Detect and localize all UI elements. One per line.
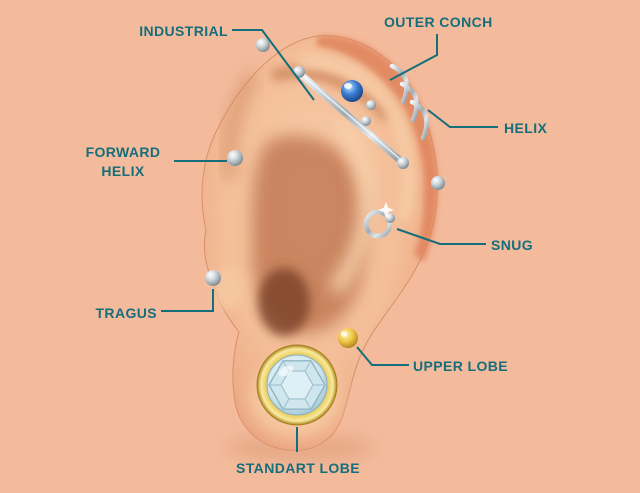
upper-lobe-pointer-line bbox=[356, 346, 409, 366]
label-forward-helix: FORWARD HELIX bbox=[85, 144, 161, 179]
helix-pointer-line bbox=[427, 109, 498, 128]
label-industrial: INDUSTRIAL bbox=[139, 23, 228, 39]
industrial-pointer-line bbox=[232, 29, 315, 101]
snug-ring-icon bbox=[363, 202, 395, 239]
outer-conch-pointer-line bbox=[389, 34, 438, 81]
blue-gem-stud-icon bbox=[341, 80, 376, 126]
label-helix: HELIX bbox=[504, 120, 548, 136]
pointer-lines bbox=[161, 29, 498, 452]
helix-rings-icon bbox=[389, 63, 445, 190]
industrial-barbell-icon bbox=[256, 38, 409, 169]
label-standart-lobe: STANDART LOBE bbox=[236, 460, 360, 476]
label-upper-lobe: UPPER LOBE bbox=[413, 358, 509, 374]
snug-pointer-line bbox=[396, 228, 486, 245]
tragus-pointer-line bbox=[161, 289, 214, 312]
label-snug: SNUG bbox=[491, 237, 534, 253]
standart-lobe-gem-icon bbox=[256, 344, 338, 426]
label-outer-conch: OUTER CONCH bbox=[384, 14, 493, 30]
label-tragus: TRAGUS bbox=[95, 305, 157, 321]
forward-helix-ball-icon bbox=[227, 150, 243, 166]
tragus-ball-icon bbox=[205, 270, 221, 286]
upper-lobe-gold-stud-icon bbox=[338, 328, 358, 348]
